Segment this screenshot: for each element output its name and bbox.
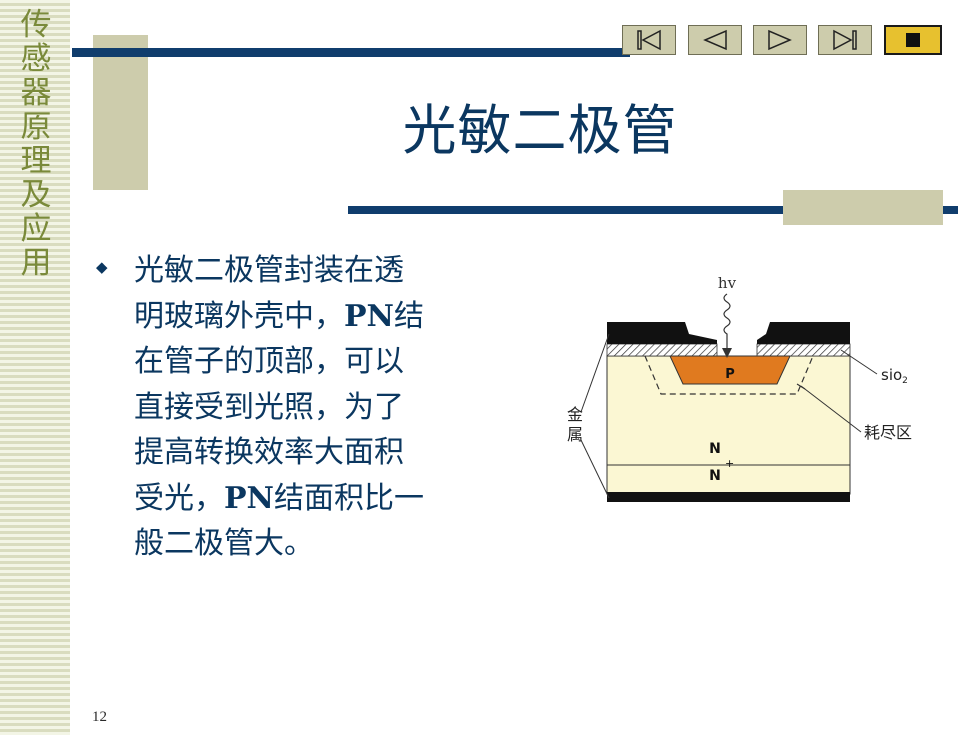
vertical-title-char: 感 [20, 41, 52, 77]
sio2-layer-right [756, 343, 851, 357]
p-region [669, 355, 791, 385]
n-label: N [709, 441, 721, 457]
vertical-title-char: 用 [20, 245, 52, 281]
vertical-title-char: 器 [20, 75, 52, 111]
metal-label-top: 金 [567, 405, 583, 424]
body-line: 提高转换效率大面积 [134, 435, 404, 470]
stop-icon [906, 33, 920, 47]
decorative-block-top-left [93, 35, 148, 190]
body-line: 结 [393, 298, 424, 334]
light-ray-icon [723, 293, 731, 348]
body-line: 在管子的顶部，可以 [134, 344, 404, 379]
body-line: 光敏二极管封装在透 [134, 253, 404, 288]
nav-previous-button[interactable] [688, 25, 742, 55]
body-line: 直接受到光照，为了 [134, 389, 404, 425]
body-line-bold: PN [224, 480, 274, 516]
depletion-label: 耗尽区 [864, 423, 912, 442]
vertical-course-title: 传 感 器 原 理 及 应 用 [18, 8, 54, 280]
next-icon [768, 29, 792, 51]
sio2-subscript: 2 [902, 376, 908, 386]
metal-leader-top [580, 333, 610, 413]
vertical-title-char: 原 [20, 109, 52, 145]
page-number: 12 [92, 709, 107, 725]
sio2-label-text: sio [881, 366, 902, 384]
skip-to-last-icon [833, 29, 857, 51]
top-metal-right [757, 322, 850, 344]
sio2-layer-left [606, 343, 718, 357]
bottom-metal-contact [607, 492, 850, 502]
nav-last-button[interactable] [818, 25, 872, 55]
diamond-bullet-icon: ◆ [96, 258, 108, 276]
nav-next-button[interactable] [753, 25, 807, 55]
vertical-title-char: 理 [20, 143, 52, 179]
left-striped-rail [0, 0, 70, 735]
metal-label-bottom: 属 [567, 425, 583, 444]
arrow-head-icon [722, 348, 732, 358]
bullet-text: 光敏二极管封装在透 明玻璃外壳中，PN结 在管子的顶部，可以 直接受到光照，为了… [134, 248, 514, 567]
decorative-bar-top [72, 48, 630, 57]
top-metal-left [607, 322, 717, 344]
light-label: hv [718, 274, 737, 292]
body-line-bold: PN [344, 298, 394, 334]
p-label: P [725, 367, 735, 382]
vertical-title-char: 及 [20, 177, 52, 213]
body-line: 明玻璃外壳中， [134, 298, 344, 334]
sio2-label: sio2 [881, 366, 908, 386]
metal-leader-bottom [580, 439, 610, 499]
body-line: 般二极管大。 [134, 526, 314, 561]
body-line: 受光， [134, 480, 224, 516]
body-line: 结面积比一 [273, 480, 424, 516]
photodiode-diagram: P hv N N + sio2 耗尽区 金 属 [567, 274, 912, 502]
n-plus-label: N [709, 468, 721, 484]
decorative-block-right [783, 190, 943, 225]
depletion-leader-tick [796, 383, 806, 390]
depletion-boundary [644, 355, 814, 395]
nav-first-button[interactable] [622, 25, 676, 55]
depletion-leader-line [800, 385, 862, 433]
previous-icon [703, 29, 727, 51]
decorative-bar-middle [348, 206, 958, 214]
n-plus-sign: + [725, 457, 734, 470]
nav-stop-button[interactable] [884, 25, 942, 55]
slide-title: 光敏二极管 [402, 99, 678, 162]
vertical-title-char: 传 [20, 7, 52, 43]
skip-to-first-icon [637, 29, 661, 51]
vertical-title-char: 应 [20, 211, 52, 247]
sio2-leader-line [840, 349, 878, 375]
